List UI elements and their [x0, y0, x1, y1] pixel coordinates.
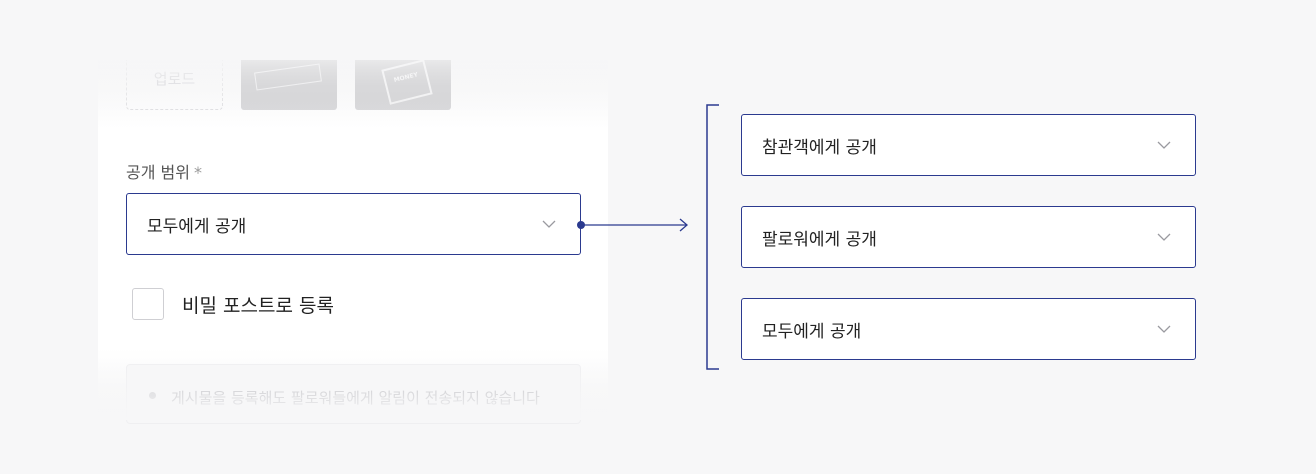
- money-stamp-thumbnail[interactable]: MONEY: [355, 60, 451, 110]
- notice-box: 게시물을 등록해도 팔로워들에게 알림이 전송되지 않습니다: [126, 364, 581, 424]
- chevron-down-icon: [1157, 141, 1171, 149]
- visibility-option-followers[interactable]: 팔로워에게 공개: [741, 206, 1196, 268]
- visibility-option-everyone[interactable]: 모두에게 공개: [741, 298, 1196, 360]
- required-mark: *: [193, 163, 202, 182]
- visibility-select[interactable]: 모두에게 공개: [126, 193, 581, 255]
- secret-post-checkbox[interactable]: [132, 288, 164, 320]
- connector-arrowhead: [679, 218, 688, 232]
- option-label: 참관객에게 공개: [762, 137, 877, 158]
- option-label: 팔로워에게 공개: [762, 229, 877, 250]
- visibility-field-label: 공개 범위*: [126, 159, 202, 183]
- visibility-option-attendees[interactable]: 참관객에게 공개: [741, 114, 1196, 176]
- ticket-thumbnail[interactable]: [241, 60, 337, 110]
- upload-label: 업로드: [153, 70, 196, 88]
- visibility-selected-value: 모두에게 공개: [147, 216, 247, 237]
- secret-post-label: 비밀 포스트로 등록: [182, 294, 334, 317]
- upload-button[interactable]: 업로드: [126, 60, 223, 110]
- secret-post-option[interactable]: 비밀 포스트로 등록: [132, 288, 334, 320]
- money-stamp-icon: MONEY: [381, 60, 433, 105]
- bullet-icon: [149, 392, 156, 399]
- chevron-down-icon: [542, 220, 556, 228]
- notice-text: 게시물을 등록해도 팔로워들에게 알림이 전송되지 않습니다: [171, 389, 540, 407]
- chevron-down-icon: [1157, 233, 1171, 241]
- visibility-label-text: 공개 범위: [126, 163, 190, 182]
- options-bracket: [706, 104, 719, 370]
- chevron-down-icon: [1157, 325, 1171, 333]
- option-label: 모두에게 공개: [762, 321, 862, 342]
- ticket-icon: [254, 63, 322, 91]
